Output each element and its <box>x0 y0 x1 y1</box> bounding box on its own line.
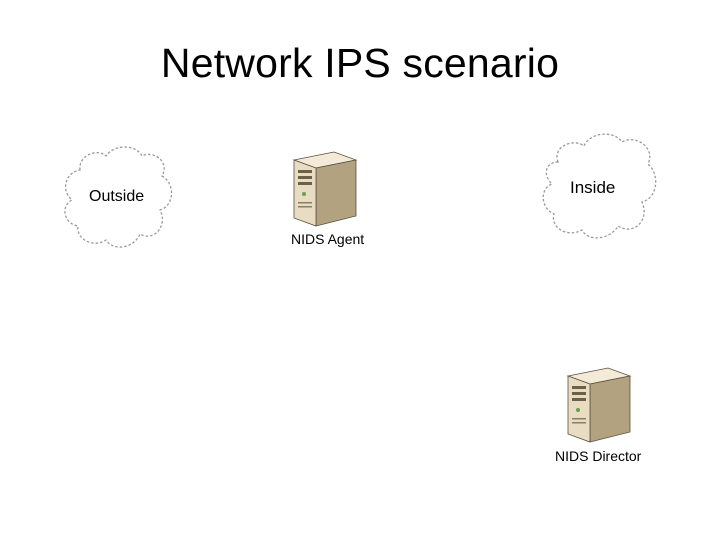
nids-agent-server-icon <box>292 151 358 227</box>
inside-cloud-label: Inside <box>570 178 616 197</box>
outside-cloud-label: Outside <box>89 188 145 205</box>
outside-cloud <box>64 146 173 248</box>
nids-director-label: NIDS Director <box>555 448 642 464</box>
nids-agent-label: NIDS Agent <box>291 231 365 247</box>
slide-title: Network IPS scenario <box>160 40 560 86</box>
inside-cloud <box>542 133 657 239</box>
nids-director-server-icon <box>566 367 632 443</box>
